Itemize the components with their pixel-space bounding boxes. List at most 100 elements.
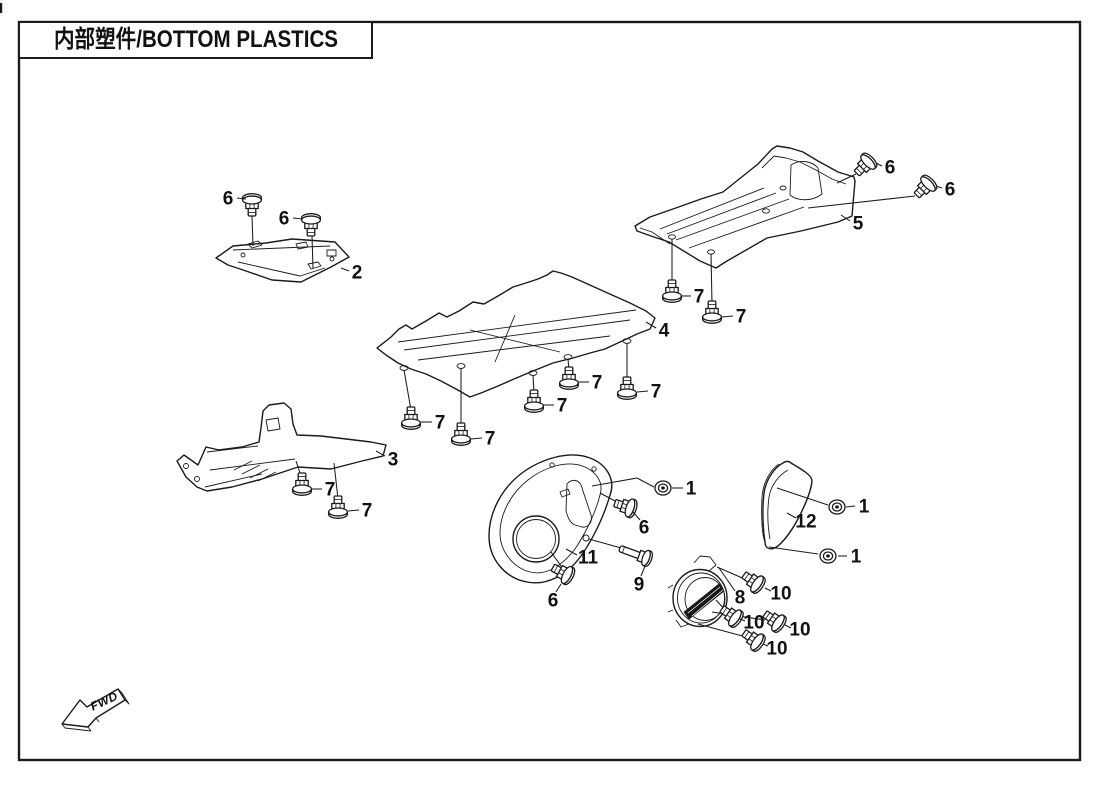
callout-leader — [236, 197, 247, 200]
callout-5: 5 — [853, 214, 864, 235]
callout-leader — [721, 315, 734, 318]
callout-leader — [764, 587, 772, 592]
fwd-arrow: FWD — [61, 688, 130, 732]
leader-line — [836, 173, 857, 184]
leader-line — [403, 369, 412, 411]
leader-line — [599, 492, 618, 503]
grommet-icon — [819, 548, 837, 564]
bolt-icon — [661, 279, 683, 303]
callout-10: 10 — [789, 620, 810, 641]
callout-leader — [784, 624, 792, 629]
callout-leader — [375, 450, 386, 457]
callout-4: 4 — [659, 321, 670, 342]
leader-line — [776, 487, 829, 506]
part-8-round-access-cover — [667, 555, 728, 628]
bolt-icon — [291, 472, 313, 496]
leader-line — [697, 623, 747, 638]
callout-10: 10 — [770, 584, 791, 605]
part-2-mount-bracket — [215, 238, 350, 283]
leader-lines — [251, 173, 916, 638]
callout-7: 7 — [694, 287, 705, 308]
callout-leader — [845, 505, 856, 508]
bolt-icon — [241, 193, 263, 217]
part-11-oval-housing-cover — [488, 454, 613, 584]
callout-leader — [632, 511, 641, 521]
callout-12: 12 — [795, 512, 816, 533]
callout-6: 6 — [279, 209, 290, 230]
callout-1: 1 — [686, 479, 697, 500]
grommet-icon — [654, 480, 672, 496]
bolt-icon — [701, 300, 723, 324]
callout-leader — [935, 185, 943, 189]
callout-7: 7 — [362, 501, 373, 522]
bolt-icon — [400, 406, 422, 430]
leader-line — [768, 546, 819, 555]
callout-3: 3 — [388, 450, 399, 471]
callout-leader — [840, 214, 851, 222]
part-5-right-floor-panel — [634, 145, 856, 269]
callout-leader — [347, 509, 360, 512]
callout-leader — [292, 217, 303, 220]
bolt-icon — [523, 389, 545, 413]
callout-2: 2 — [352, 263, 363, 284]
callout-6: 6 — [223, 189, 234, 210]
callout-7: 7 — [557, 396, 568, 417]
callout-leader — [555, 583, 562, 593]
callout-1: 1 — [859, 497, 870, 518]
grommet-icon — [828, 499, 846, 515]
callout-7: 7 — [592, 373, 603, 394]
callout-leader — [718, 567, 736, 592]
callout-leader — [786, 512, 797, 519]
leader-line — [591, 477, 638, 487]
leader-line — [636, 477, 655, 488]
leader-line — [588, 538, 622, 549]
callout-leader — [875, 162, 883, 167]
leader-line — [333, 462, 339, 500]
callout-leader — [470, 437, 483, 440]
leader-line — [807, 195, 916, 209]
callout-10: 10 — [743, 613, 764, 634]
fasteners — [241, 150, 940, 654]
callout-leader — [640, 565, 646, 577]
title-box — [18, 21, 373, 59]
callout-7: 7 — [485, 429, 496, 450]
leader-line — [311, 235, 314, 269]
callout-leader — [636, 390, 649, 393]
callout-6: 6 — [548, 591, 559, 612]
callout-7: 7 — [736, 307, 747, 328]
bolt-icon — [909, 172, 940, 203]
callout-leader — [340, 267, 350, 272]
callout-leader — [739, 618, 746, 622]
callout-leader — [645, 321, 657, 329]
callout-6: 6 — [945, 180, 956, 201]
callout-7: 7 — [435, 413, 446, 434]
callout-1: 1 — [851, 547, 862, 568]
callout-6: 6 — [885, 158, 896, 179]
page-title: 内部塑件/BOTTOM PLASTICS — [54, 25, 338, 53]
leader-line — [251, 215, 254, 247]
callout-11: 11 — [578, 548, 599, 569]
leader-line — [550, 551, 562, 567]
callout-6: 6 — [639, 518, 650, 539]
bolt-icon — [300, 213, 322, 237]
callout-8: 8 — [735, 588, 746, 609]
longbolt-icon — [616, 540, 655, 569]
bolt-icon — [450, 422, 472, 446]
bolt-icon — [558, 366, 580, 390]
bolt-icon — [616, 376, 638, 400]
bolt-icon — [849, 150, 880, 181]
callout-9: 9 — [634, 575, 645, 596]
bolt-icon — [611, 493, 640, 520]
part-4-center-skid-plate — [376, 270, 656, 398]
callout-leader — [565, 548, 578, 556]
part-3-left-floor-panel — [176, 402, 387, 492]
callout-leader — [762, 643, 769, 647]
callout-7: 7 — [325, 480, 336, 501]
leader-line — [710, 253, 713, 305]
callout-10: 10 — [766, 639, 787, 660]
page-border — [17, 20, 1082, 762]
callout-7: 7 — [651, 382, 662, 403]
